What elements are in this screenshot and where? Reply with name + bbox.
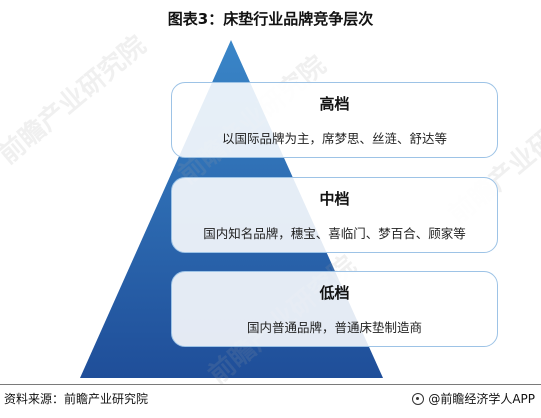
footer-brand: @前瞻经济学人APP (412, 390, 535, 407)
tier-low-description: 国内普通品牌，普通床垫制造商 (246, 320, 422, 335)
chart-title: 图表3：床垫行业品牌竞争层次 (167, 10, 374, 28)
tier-mid-description: 国内知名品牌，穗宝、喜临门、梦百合、顾家等 (203, 226, 466, 241)
tier-high: 高档 以国际品牌为主，席梦思、丝涟、舒达等 (171, 82, 498, 158)
brand-logo-icon (412, 392, 425, 405)
footer-divider (0, 384, 541, 385)
tier-low: 低档 国内普通品牌，普通床垫制造商 (171, 271, 498, 347)
footer-source: 资料来源：前瞻产业研究院 (4, 392, 149, 406)
tier-mid-title: 中档 (319, 190, 350, 208)
footer-brand-label: @前瞻经济学人APP (428, 392, 535, 406)
tier-high-description: 以国际品牌为主，席梦思、丝涟、舒达等 (221, 131, 447, 146)
tier-high-title: 高档 (319, 95, 350, 113)
tier-low-title: 低档 (319, 284, 350, 302)
tier-mid: 中档 国内知名品牌，穗宝、喜临门、梦百合、顾家等 (171, 177, 498, 253)
